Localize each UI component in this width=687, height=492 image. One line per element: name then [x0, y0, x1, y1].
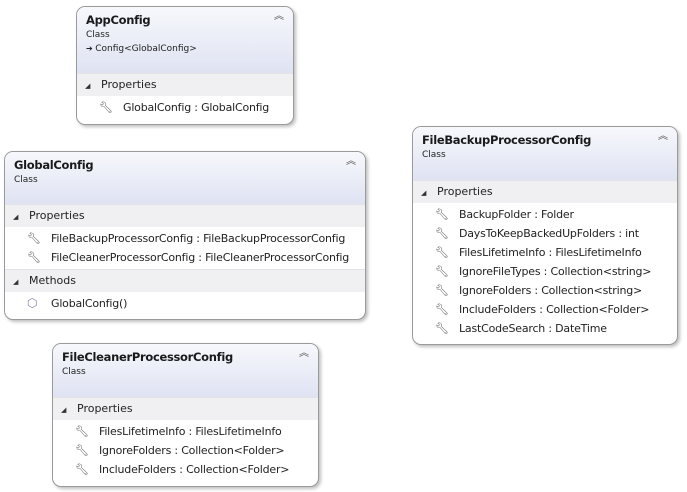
- wrench-icon: 🔧︎: [435, 246, 449, 259]
- member-text: GlobalConfig(): [51, 297, 128, 310]
- property-row[interactable]: 🔧︎ DaysToKeepBackedUpFolders : int: [413, 224, 677, 243]
- wrench-icon: 🔧︎: [435, 322, 449, 335]
- property-row[interactable]: 🔧︎ IgnoreFolders : Collection<string>: [413, 281, 677, 300]
- member-list: 🔧︎ GlobalConfig : GlobalConfig: [77, 96, 293, 119]
- class-kind: Class: [86, 30, 110, 40]
- class-kind: Class: [62, 367, 86, 377]
- expand-triangle-icon[interactable]: ◢: [61, 406, 67, 414]
- wrench-icon: 🔧︎: [435, 227, 449, 240]
- section-label: Properties: [77, 402, 133, 415]
- member-list: 🔧︎ BackupFolder : Folder 🔧︎ DaysToKeepBacke…: [413, 203, 677, 340]
- member-text: FileBackupProcessorConfig : FileBackupPr…: [51, 232, 346, 245]
- wrench-icon: 🔧︎: [435, 208, 449, 221]
- member-text: IncludeFolders : Collection<Folder>: [99, 463, 290, 476]
- wrench-icon: 🔧︎: [75, 444, 89, 457]
- expand-triangle-icon[interactable]: ◢: [85, 82, 91, 90]
- member-text: IgnoreFolders : Collection<Folder>: [99, 444, 285, 457]
- class-title: GlobalConfig: [14, 158, 94, 172]
- section-header-properties[interactable]: ◢ Properties: [5, 204, 365, 227]
- wrench-icon: 🔧︎: [435, 303, 449, 316]
- collapse-chevron-icon[interactable]: ︽: [274, 11, 284, 22]
- section-header-methods[interactable]: ◢ Methods: [5, 269, 365, 292]
- class-title: AppConfig: [86, 13, 151, 27]
- member-text: FilesLifetimeInfo : FilesLifetimeInfo: [459, 246, 642, 259]
- expand-triangle-icon[interactable]: ◢: [13, 278, 19, 286]
- base-class: ➔ Config<GlobalConfig>: [86, 44, 285, 54]
- wrench-icon: 🔧︎: [435, 265, 449, 278]
- section-label: Methods: [29, 274, 76, 287]
- inheritance-arrow-icon: ➔: [86, 44, 96, 53]
- section-header-properties[interactable]: ◢ Properties: [53, 397, 318, 420]
- property-row[interactable]: 🔧︎ IncludeFolders : Collection<Folder>: [53, 460, 318, 479]
- method-row[interactable]: ⬡ GlobalConfig(): [5, 294, 365, 313]
- member-list: ⬡ GlobalConfig(): [5, 292, 365, 315]
- wrench-icon: 🔧︎: [27, 251, 41, 264]
- class-kind: Class: [422, 150, 446, 160]
- wrench-icon: 🔧︎: [27, 232, 41, 245]
- section-header-properties[interactable]: ◢ Properties: [413, 180, 677, 203]
- property-row[interactable]: 🔧︎ FileCleanerProcessorConfig : FileClean…: [5, 248, 365, 267]
- member-list: 🔧︎ FileBackupProcessorConfig : FileBackup…: [5, 227, 365, 269]
- expand-triangle-icon[interactable]: ◢: [421, 189, 427, 197]
- property-row[interactable]: 🔧︎ FilesLifetimeInfo : FilesLifetimeInfo: [413, 243, 677, 262]
- method-cube-icon: ⬡: [27, 296, 38, 310]
- member-text: GlobalConfig : GlobalConfig: [123, 101, 270, 114]
- wrench-icon: 🔧︎: [99, 101, 113, 114]
- member-text: LastCodeSearch : DateTime: [459, 322, 607, 335]
- member-text: DaysToKeepBackedUpFolders : int: [459, 227, 639, 240]
- section-label: Properties: [437, 185, 493, 198]
- wrench-icon: 🔧︎: [75, 425, 89, 438]
- property-row[interactable]: 🔧︎ LastCodeSearch : DateTime: [413, 319, 677, 338]
- section-label: Properties: [101, 78, 157, 91]
- member-list: 🔧︎FilesLifetimeInfo : FilesLifetimeInfo🔧…: [53, 420, 318, 481]
- base-class-name: Config<GlobalConfig>: [95, 44, 197, 54]
- wrench-icon: 🔧︎: [75, 463, 89, 476]
- property-row[interactable]: 🔧︎ FileBackupProcessorConfig : FileBackup…: [5, 229, 365, 248]
- member-text: IgnoreFolders : Collection<string>: [459, 284, 643, 297]
- wrench-icon: 🔧︎: [435, 284, 449, 297]
- property-row[interactable]: 🔧︎ IgnoreFileTypes : Collection<string>: [413, 262, 677, 281]
- member-text: IgnoreFileTypes : Collection<string>: [459, 265, 652, 278]
- property-row[interactable]: 🔧︎ BackupFolder : Folder: [413, 205, 677, 224]
- property-row[interactable]: 🔧︎ IncludeFolders : Collection<Folder>: [413, 300, 677, 319]
- class-title: FileCleanerProcessorConfig: [62, 350, 233, 364]
- class-title: FileBackupProcessorConfig: [422, 133, 592, 147]
- property-row[interactable]: 🔧︎ IgnoreFolders : Collection<Folder>: [53, 441, 318, 460]
- section-header-properties[interactable]: ◢ Properties: [77, 73, 293, 96]
- collapse-chevron-icon[interactable]: ︽: [658, 131, 668, 142]
- member-text: BackupFolder : Folder: [459, 208, 574, 221]
- member-text: FileCleanerProcessorConfig : FileCleaner…: [51, 251, 350, 264]
- collapse-chevron-icon[interactable]: ︽: [346, 156, 356, 167]
- member-text: FilesLifetimeInfo : FilesLifetimeInfo: [99, 425, 282, 438]
- member-text: IncludeFolders : Collection<Folder>: [459, 303, 650, 316]
- property-row[interactable]: 🔧︎ FilesLifetimeInfo : FilesLifetimeInfo: [53, 422, 318, 441]
- collapse-chevron-icon[interactable]: ︽: [299, 348, 309, 359]
- property-row[interactable]: 🔧︎ GlobalConfig : GlobalConfig: [77, 98, 293, 117]
- section-label: Properties: [29, 209, 85, 222]
- expand-triangle-icon[interactable]: ◢: [13, 213, 19, 221]
- class-kind: Class: [14, 175, 38, 185]
